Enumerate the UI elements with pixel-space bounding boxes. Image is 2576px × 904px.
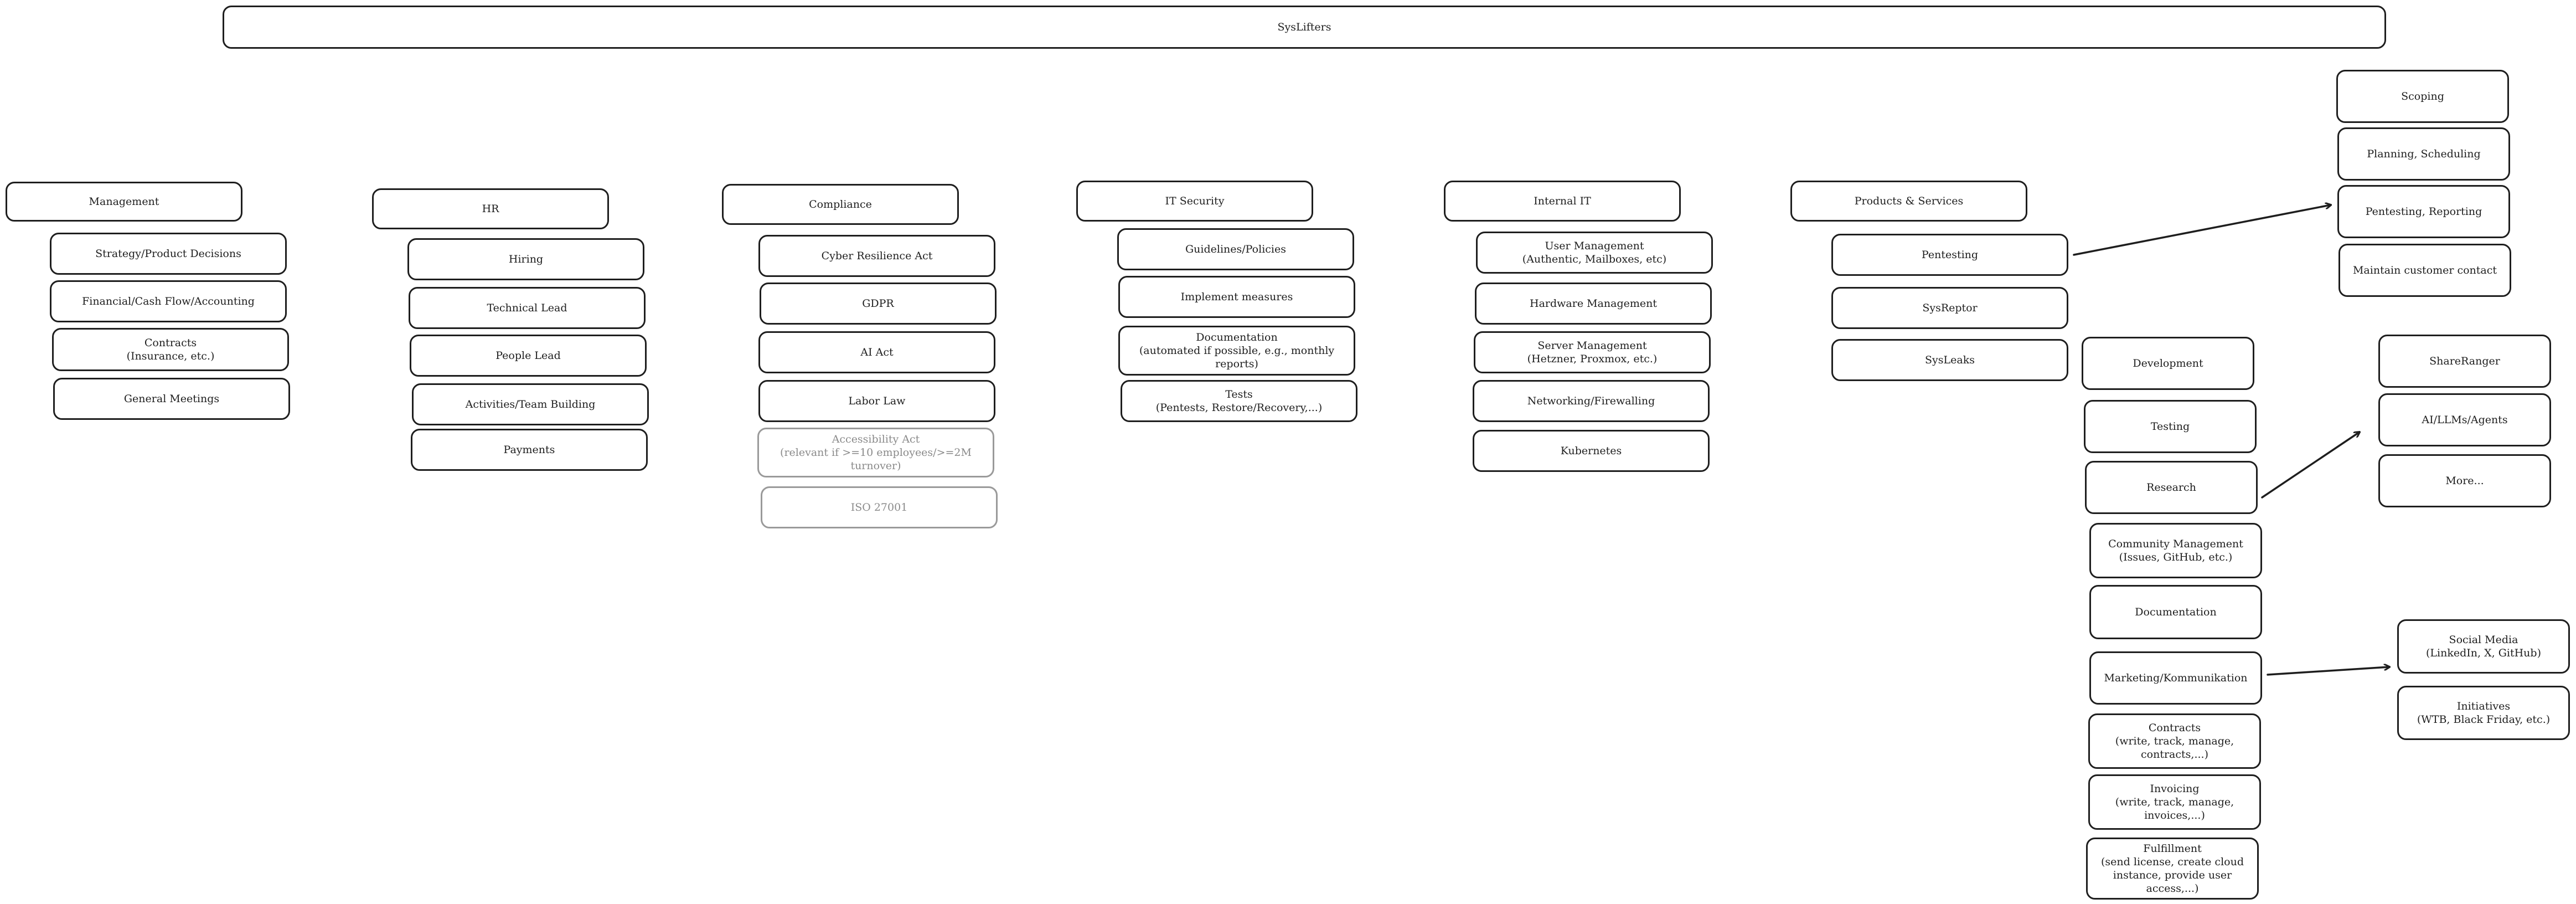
compliance-item-optional[interactable]: ISO 27001 xyxy=(761,486,998,528)
arrow-research-to-ai xyxy=(2261,432,2360,499)
product-task[interactable]: Development xyxy=(2082,337,2254,390)
pentesting-subitem[interactable]: Pentesting, Reporting xyxy=(2337,185,2510,238)
management-header[interactable]: Management xyxy=(6,182,242,222)
management-item[interactable]: General Meetings xyxy=(53,378,290,420)
pentesting-subitem[interactable]: Scoping xyxy=(2336,70,2509,123)
products-header[interactable]: Products & Services xyxy=(1790,181,2027,222)
internal-it-item[interactable]: User Management (Authentic, Mailboxes, e… xyxy=(1476,232,1713,274)
research-subitem[interactable]: ShareRanger xyxy=(2378,335,2551,388)
pentesting-subitem[interactable]: Planning, Scheduling xyxy=(2337,127,2510,181)
research-subitem[interactable]: AI/LLMs/Agents xyxy=(2378,393,2551,446)
root-node[interactable]: SysLifters xyxy=(223,6,2386,49)
product-sysreptor[interactable]: SysReptor xyxy=(1831,287,2068,329)
compliance-item[interactable]: Cyber Resilience Act xyxy=(758,235,995,277)
compliance-item[interactable]: Labor Law xyxy=(758,380,995,422)
product-task-research[interactable]: Research xyxy=(2085,461,2258,514)
internal-it-item[interactable]: Networking/Firewalling xyxy=(1473,380,1710,422)
arrow-marketing-to-social xyxy=(2267,667,2389,676)
product-task[interactable]: Fulfillment (send license, create cloud … xyxy=(2086,838,2259,900)
internal-it-header[interactable]: Internal IT xyxy=(1444,181,1681,222)
product-sysleaks[interactable]: SysLeaks xyxy=(1831,339,2068,381)
product-pentesting[interactable]: Pentesting xyxy=(1831,234,2068,276)
it-security-item[interactable]: Guidelines/Policies xyxy=(1117,228,1354,270)
compliance-item-optional[interactable]: Accessibility Act (relevant if >=10 empl… xyxy=(757,428,994,477)
product-task[interactable]: Community Management (Issues, GitHub, et… xyxy=(2089,523,2262,578)
management-item[interactable]: Contracts (Insurance, etc.) xyxy=(52,328,289,371)
hr-item[interactable]: Activities/Team Building xyxy=(412,383,649,425)
hr-item[interactable]: People Lead xyxy=(410,335,647,377)
management-item[interactable]: Financial/Cash Flow/Accounting xyxy=(50,280,287,322)
hr-item[interactable]: Technical Lead xyxy=(409,287,646,329)
pentesting-subitem[interactable]: Maintain customer contact xyxy=(2338,244,2511,297)
compliance-item[interactable]: AI Act xyxy=(758,331,995,373)
it-security-item[interactable]: Implement measures xyxy=(1118,276,1355,318)
internal-it-item[interactable]: Kubernetes xyxy=(1473,430,1710,472)
product-task[interactable]: Documentation xyxy=(2089,585,2262,639)
it-security-item[interactable]: Documentation (automated if possible, e.… xyxy=(1118,326,1355,376)
marketing-subitem[interactable]: Social Media (LinkedIn, X, GitHub) xyxy=(2397,619,2570,674)
marketing-subitem[interactable]: Initiatives (WTB, Black Friday, etc.) xyxy=(2397,686,2570,740)
it-security-header[interactable]: IT Security xyxy=(1076,181,1313,222)
product-task[interactable]: Contracts (write, track, manage, contrac… xyxy=(2088,713,2261,769)
hr-header[interactable]: HR xyxy=(372,188,609,229)
product-task[interactable]: Testing xyxy=(2084,400,2257,453)
compliance-item[interactable]: GDPR xyxy=(760,282,997,325)
it-security-item[interactable]: Tests (Pentests, Restore/Recovery,...) xyxy=(1121,380,1357,422)
compliance-header[interactable]: Compliance xyxy=(722,184,959,225)
internal-it-item[interactable]: Hardware Management xyxy=(1475,282,1712,325)
research-subitem[interactable]: More... xyxy=(2378,454,2551,507)
arrow-pentesting-to-reporting xyxy=(2073,205,2331,256)
management-item[interactable]: Strategy/Product Decisions xyxy=(50,233,287,275)
product-task[interactable]: Invoicing (write, track, manage, invoice… xyxy=(2088,774,2261,830)
product-task-marketing[interactable]: Marketing/Kommunikation xyxy=(2089,651,2262,705)
internal-it-item[interactable]: Server Management (Hetzner, Proxmox, etc… xyxy=(1474,331,1711,373)
hr-item[interactable]: Hiring xyxy=(407,238,644,280)
hr-item[interactable]: Payments xyxy=(411,429,648,471)
